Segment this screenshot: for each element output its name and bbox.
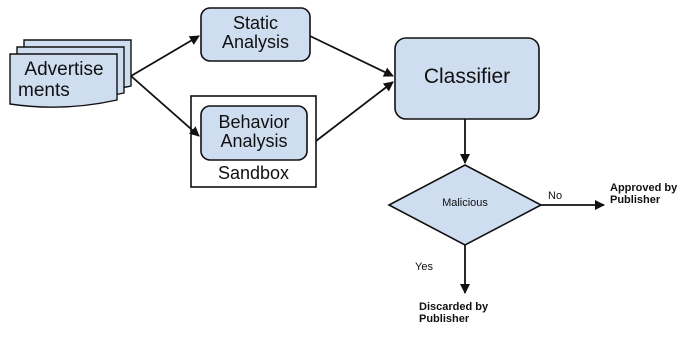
advertisements-label-line2: ments: [18, 79, 70, 101]
behavior-analysis-label: Behavior Analysis: [201, 112, 307, 152]
static-analysis-label-line1: Static: [232, 13, 279, 33]
edge-label-yes: Yes: [415, 261, 433, 273]
discarded-label-line2: Publisher: [419, 312, 470, 325]
advertisements-label-line1: Advertise: [24, 59, 104, 80]
discarded-by-publisher-label: Discarded by Publisher: [419, 301, 529, 326]
advertisements-label: Advertise ments: [12, 59, 116, 101]
advertisements-document-stack: [9, 39, 132, 108]
approved-label-line2: Publisher: [610, 193, 661, 206]
behavior-analysis-label-line2: Analysis: [220, 131, 288, 152]
sandbox-label: Sandbox: [217, 163, 290, 183]
arrow-static-to-classifier: [309, 35, 394, 77]
behavior-analysis-label-line1: Behavior: [218, 112, 290, 132]
static-analysis-label-line2: Analysis: [221, 32, 290, 53]
arrow-behavior-to-classifier: [315, 81, 394, 142]
document-sheet-front: [9, 53, 118, 108]
arrow-docs-to-static: [130, 35, 200, 77]
classifier-node: [394, 37, 540, 120]
approved-by-publisher-label: Approved by Publisher: [610, 182, 684, 207]
static-analysis-label: Static Analysis: [201, 13, 310, 53]
behavior-analysis-node: [200, 105, 308, 161]
approved-label-line1: Approved by: [610, 182, 678, 194]
static-analysis-node: [200, 7, 311, 62]
classifier-label: Classifier: [423, 65, 511, 88]
discarded-label-line1: Discarded by: [419, 301, 489, 313]
malicious-label: Malicious: [442, 197, 488, 209]
arrow-docs-to-behavior: [130, 75, 200, 137]
edge-label-no: No: [548, 190, 563, 202]
